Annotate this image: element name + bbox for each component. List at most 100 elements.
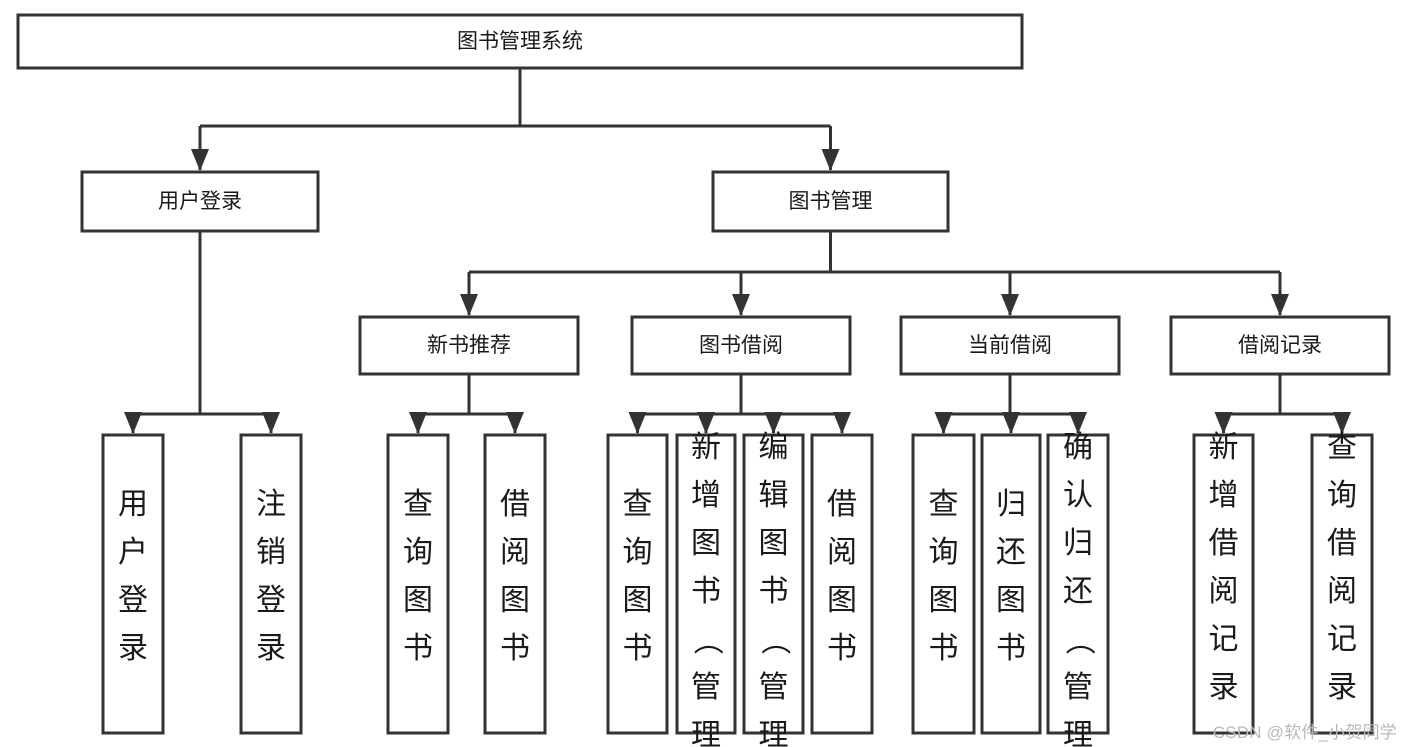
svg-text:记: 记 [1327, 623, 1357, 656]
node-box-book-manage [711, 170, 950, 233]
svg-text:书: 书 [827, 632, 857, 665]
svg-text:查: 查 [1327, 431, 1357, 464]
svg-text:户: 户 [118, 536, 148, 569]
svg-text:询: 询 [403, 536, 433, 569]
svg-text:图: 图 [623, 584, 653, 617]
node-box-leaf-query-book-2 [606, 433, 669, 735]
arrow-head-leaf-return-book [1002, 412, 1020, 434]
svg-text:书: 书 [403, 632, 433, 665]
arrow-head-leaf-add-book [697, 412, 715, 434]
node-book-manage[interactable]: 图书管理 [711, 170, 950, 233]
svg-text:书: 书 [623, 632, 653, 665]
svg-text:借: 借 [1209, 527, 1239, 560]
svg-text:图: 图 [691, 527, 721, 560]
svg-text:图: 图 [929, 584, 959, 617]
svg-text:辑: 辑 [759, 479, 789, 512]
node-new-book-recommend[interactable]: 新书推荐 [358, 315, 580, 376]
arrow-head-book-manage [821, 149, 840, 171]
svg-text:管: 管 [1063, 671, 1093, 704]
svg-text:录: 录 [1327, 671, 1357, 704]
svg-text:增: 增 [691, 479, 721, 512]
node-box-leaf-add-book [675, 433, 737, 735]
svg-text:查: 查 [403, 488, 433, 521]
arrow-head-leaf-edit-book [764, 412, 783, 434]
svg-text:登: 登 [118, 584, 148, 617]
svg-text:阅: 阅 [1327, 575, 1357, 608]
arrow-head-leaf-query-book-2 [628, 412, 647, 434]
svg-text:图: 图 [500, 584, 530, 617]
svg-text:借: 借 [500, 488, 530, 521]
svg-text:询: 询 [623, 536, 653, 569]
svg-text:图: 图 [403, 584, 433, 617]
node-box-root [16, 13, 1024, 70]
arrow-head-user-login [191, 149, 209, 171]
node-root[interactable]: 图书管理系统 [16, 13, 1024, 70]
node-box-leaf-borrow-book-2 [810, 433, 874, 735]
svg-text:归: 归 [1063, 527, 1093, 560]
node-label-user-login: 用户登录 [158, 190, 242, 213]
svg-text:归: 归 [996, 488, 1026, 521]
svg-text:书: 书 [691, 575, 721, 608]
arrow-head-leaf-confirm-return [1069, 412, 1087, 434]
node-box-leaf-confirm-return [1046, 433, 1110, 735]
arrow-head-new-book-recommend [460, 294, 478, 316]
svg-text:查: 查 [929, 488, 959, 521]
arrow-head-leaf-user-login [124, 412, 142, 434]
svg-text:录: 录 [1209, 671, 1239, 704]
svg-text:图: 图 [996, 584, 1026, 617]
node-label-leaf-user-login: 用户登录 [118, 488, 148, 665]
node-user-login[interactable]: 用户登录 [80, 170, 320, 233]
svg-text:理: 理 [1063, 719, 1093, 747]
svg-text:记: 记 [1209, 623, 1239, 656]
svg-text:（: （ [1062, 625, 1095, 655]
svg-text:新: 新 [1209, 431, 1239, 464]
node-current-borrow[interactable]: 当前借阅 [899, 315, 1121, 376]
svg-text:（: （ [758, 625, 791, 655]
svg-text:新: 新 [691, 431, 721, 464]
svg-text:询: 询 [929, 536, 959, 569]
svg-text:理: 理 [759, 719, 789, 747]
node-box-book-borrow [630, 315, 852, 376]
connectors-layer [124, 68, 1351, 434]
node-book-borrow[interactable]: 图书借阅 [630, 315, 852, 376]
svg-text:查: 查 [623, 488, 653, 521]
node-borrow-record[interactable]: 借阅记录 [1169, 315, 1391, 376]
svg-text:销: 销 [256, 536, 286, 569]
svg-text:书: 书 [929, 632, 959, 665]
svg-text:录: 录 [118, 632, 148, 665]
svg-text:还: 还 [996, 536, 1026, 569]
node-box-borrow-record [1169, 315, 1391, 376]
svg-text:阅: 阅 [827, 536, 857, 569]
svg-text:询: 询 [1327, 479, 1357, 512]
node-leaf-user-login[interactable]: 用户登录 [101, 433, 165, 735]
svg-text:确: 确 [1063, 431, 1093, 464]
svg-text:认: 认 [1063, 479, 1093, 512]
svg-text:注: 注 [256, 488, 286, 521]
svg-text:借: 借 [1327, 527, 1357, 560]
svg-text:阅: 阅 [1209, 575, 1239, 608]
node-box-leaf-user-login [101, 433, 165, 735]
svg-text:增: 增 [1209, 479, 1239, 512]
